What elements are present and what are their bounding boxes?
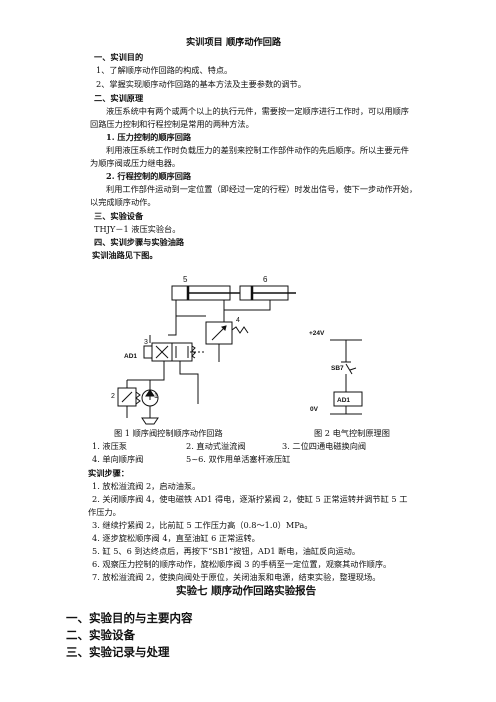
step-4: 4. 逐步旋松顺序阀 4，直至油缸 6 正常运转。	[92, 533, 260, 543]
legend-item-2: 2. 直动式溢流阀	[186, 441, 246, 451]
steps-heading: 实训步骤：	[88, 468, 129, 478]
goal-item-2: 2、掌握实现顺序动作回路的基本方法及主要参数的调节。	[96, 79, 306, 89]
report-section-1: 一、实验目的与主要内容	[66, 611, 193, 625]
pump-1	[141, 389, 159, 425]
report-section-2: 二、实验设备	[66, 628, 135, 642]
cylinder-5-label: 5	[183, 275, 188, 284]
ad1-solenoid-label: AD1	[124, 353, 137, 360]
sequence-valve-4	[190, 321, 249, 362]
section-heading-goal: 一、实训目的	[94, 52, 144, 62]
subheading-stroke: 2. 行程控制的顺序回路	[106, 171, 192, 181]
pressure-line-1: 利用液压系统工作时负载压力的差别来控制工作部件动作的先后顺序。所以主要元件	[106, 145, 409, 155]
report-section-3: 三、实验记录与处理	[66, 645, 170, 659]
step-5: 5. 缸 5、6 到达终点后，再按下“SB1”按钮，AD1 断电，油缸反向运动。	[92, 546, 361, 556]
zero-volt-label: 0V	[310, 406, 319, 413]
stroke-line-2: 以完成顺序动作。	[90, 197, 156, 207]
relief-valve-2	[117, 379, 150, 418]
solenoid-valve-3	[143, 342, 196, 362]
section-heading-steps: 四、实训步骤与实验油路	[94, 237, 185, 247]
sb7-label: SB7	[331, 365, 344, 372]
legend-item-1: 1. 液压泵	[92, 441, 127, 451]
figure-2-caption: 图 2 电气控制原理图	[314, 428, 390, 438]
circuit-heading: 实训油路见下图。	[92, 250, 158, 260]
cylinder-6	[239, 285, 296, 301]
report-title: 实验七 顺序动作回路实验报告	[176, 585, 317, 597]
section-heading-equipment: 三、实验设备	[94, 211, 144, 221]
ad1-relay-label: AD1	[337, 397, 350, 404]
subheading-pressure: 1. 压力控制的顺序回路	[106, 132, 192, 142]
legend-item-5: 5~6. 双作用单活塞杆液压缸	[186, 454, 291, 464]
valve-4-label: 4	[236, 317, 240, 324]
equipment-text: THJY－1 液压实验台。	[94, 224, 181, 234]
relief-valve-label: 2	[111, 393, 115, 400]
cylinder-6-label: 6	[263, 275, 268, 284]
electrical-circuit	[330, 339, 363, 415]
figure-1-caption: 图 1 顺序阀控制顺序动作回路	[114, 428, 223, 438]
step-2-line-2: 作压力。	[88, 507, 121, 517]
cylinder-5	[171, 285, 240, 301]
valve-3-label: 3	[144, 339, 148, 346]
principle-line-2: 回路压力控制和行程控制是常用的两种方法。	[90, 119, 254, 129]
step-7: 7. 放松溢流阀 2，使换向阀处于原位，关闭油泵和电源，结束实验，整理现场。	[92, 572, 381, 582]
stroke-line-1: 利用工作部件运动到一定位置（即经过一定的行程）时发出信号，使下一步动作开始，	[106, 184, 418, 194]
step-2-line-1: 2. 关闭顺序阀 4，使电磁铁 AD1 得电，逐渐拧紧阀 2，使缸 5 正常运转…	[92, 494, 408, 504]
section-heading-principle: 二、实训原理	[94, 93, 144, 103]
legend-item-3: 3. 二位四通电磁换向阀	[282, 441, 367, 451]
pump-label: 1	[154, 393, 158, 400]
step-3: 3. 继续拧紧阀 2，比前缸 5 工作压力高（0.8～1.0）MPa。	[92, 520, 313, 530]
step-6: 6. 观察压力控制的顺序动作，旋松顺序阀 3 的手柄至一定位置，观察其动作顺序。	[92, 559, 392, 569]
pressure-line-2: 为顺序阀或压力继电器。	[90, 158, 181, 168]
legend-item-4: 4. 单向顺序阀	[92, 454, 144, 464]
goal-item-1: 1、了解顺序动作回路的构成、特点。	[96, 65, 233, 75]
principle-line-1: 液压系统中有两个或两个以上的执行元件，需要按一定顺序进行工作时，可以用顺序	[106, 106, 409, 116]
v24-label: +24V	[309, 330, 325, 337]
step-1: 1. 放松溢流阀 2，启动油泵。	[92, 481, 201, 491]
document-title: 实训项目 顺序动作回路	[186, 37, 282, 48]
